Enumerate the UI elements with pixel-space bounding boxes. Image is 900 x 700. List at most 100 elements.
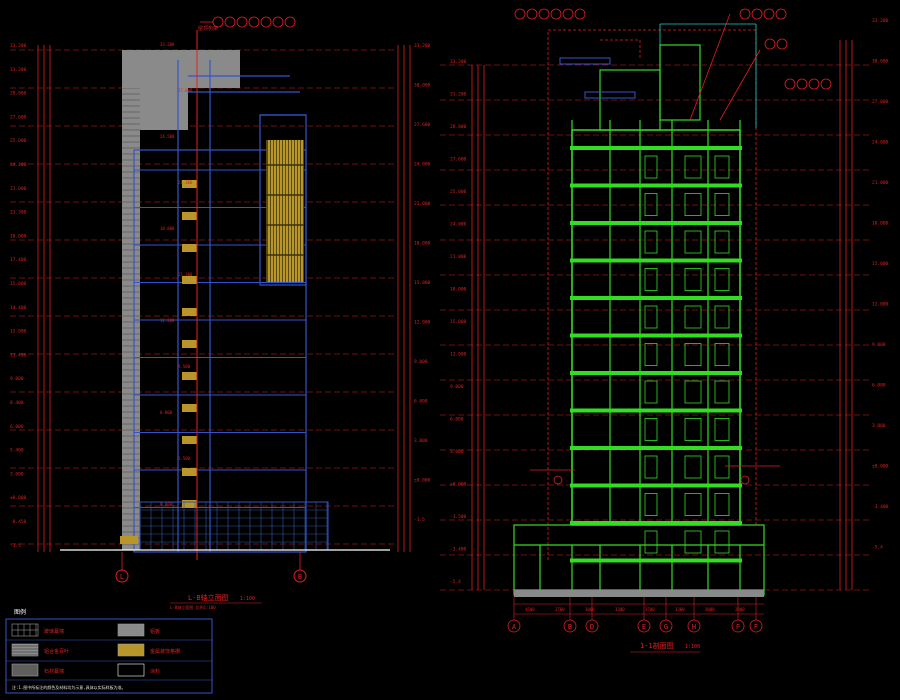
section-level-left: -1.500: [450, 514, 467, 520]
level-label-right: 3.000: [414, 438, 428, 444]
legend-swatch: [117, 663, 145, 677]
section-level-right: -5.4: [872, 545, 883, 551]
section-level-left: 25.000: [450, 189, 467, 195]
section-axis-label: G: [664, 623, 668, 631]
left-elevation-subtitle: L-B轴立面图 比例1:100: [170, 604, 216, 610]
legend: 图例 玻璃幕墙铝板铝合金百叶金属装饰格栅石材幕墙涂料 注:1.图中所标注的颜色及…: [5, 608, 213, 694]
section-side-callouts: [530, 465, 780, 485]
legend-swatch: [11, 643, 39, 657]
section-axis-bubble: [731, 619, 745, 633]
floor-lines: [134, 169, 306, 508]
legend-item: 金属装饰格栅: [117, 643, 180, 657]
section-level-left: 27.600: [450, 157, 467, 163]
legend-swatch: [11, 663, 39, 677]
level-label-right: 12.000: [414, 320, 431, 326]
section-level-right: 24.000: [872, 140, 889, 146]
legend-swatch: [117, 623, 145, 637]
level-label-left: 8.400: [10, 400, 24, 406]
level-label-right: 27.600: [414, 122, 431, 128]
level-label-mid: 3.500: [178, 456, 191, 461]
legend-item-label: 涂料: [150, 668, 160, 675]
section-axis-label: E: [642, 623, 646, 631]
legend-item-label: 铝板: [150, 628, 160, 635]
balcony-grille-markers: [120, 180, 197, 544]
level-label-right: 24.000: [414, 162, 431, 168]
section-top-bubbles: [514, 8, 832, 121]
level-label-mid: 33.200: [160, 42, 175, 47]
level-label-left: 24.200: [10, 162, 27, 168]
level-label-mid: 18.800: [160, 226, 175, 231]
left-dimension-chain: [37, 45, 51, 552]
section-level-left: 9.000: [450, 384, 464, 390]
left-elevation: L B 屋顶构架 L-B轴立面图 1:100 L-B轴立面图 比例1:100 3…: [10, 16, 431, 610]
section-level-right: 18.000: [872, 221, 889, 227]
section-level-right: 6.000: [872, 383, 886, 389]
level-label-left: 11.400: [10, 352, 27, 358]
section-level-left: -3.400: [450, 547, 467, 553]
section-dim-label: 4500: [525, 607, 535, 612]
legend-item: 涂料: [117, 663, 160, 677]
section-axis-bubble: [659, 619, 673, 633]
legend-item-label: 铝合金百叶: [44, 648, 69, 655]
level-label-left: 14.400: [10, 305, 27, 311]
section-level-right: 9.000: [872, 342, 886, 348]
metal-grille-panel: [266, 140, 304, 282]
legend-swatch: [117, 643, 145, 657]
level-label-mid: 6.000: [160, 410, 173, 415]
left-right-dimension-chain: [397, 45, 411, 552]
level-label-right: 33.200: [414, 43, 431, 49]
level-label-right: 15.000: [414, 280, 431, 286]
section-level-right: 27.000: [872, 99, 889, 105]
section-title: 1-1剖面图: [640, 641, 674, 650]
level-label-right: 18.000: [414, 241, 431, 247]
level-label-left: 15.000: [10, 281, 27, 287]
top-gray-mass-2: [140, 88, 188, 130]
mid-level-texts: 33.20027.60024.50021.30018.80015.30012.2…: [160, 42, 193, 507]
section-scale: 1:100: [685, 644, 700, 650]
section-structure: [539, 23, 757, 590]
section-axis-label: F: [754, 623, 758, 631]
level-label-left: 27.600: [10, 114, 27, 120]
level-label-left: ±0.000: [10, 495, 27, 501]
section-axis-label: D: [590, 623, 594, 631]
level-label-mid: 21.300: [178, 180, 193, 185]
section-dimension-chains: [471, 40, 853, 590]
section-level-left: 3.000: [450, 449, 464, 455]
level-label-right: 9.000: [414, 359, 428, 365]
left-right-level-texts: 33.200 30.000 27.600 24.000 21.000 18.000 15.0…: [414, 43, 431, 523]
section-dim-label: 3700: [645, 607, 655, 612]
section-level-right: 3.000: [872, 423, 886, 429]
section-axis-label: A: [512, 623, 517, 631]
section-left-level-texts: 33.20031.20028.80027.60025.00024.00021.0…: [450, 59, 467, 585]
section-level-lines: [440, 64, 870, 591]
level-label-left: 21.000: [10, 186, 27, 192]
level-label-right: 21.000: [414, 201, 431, 207]
left-elevation-scale: 1:100: [240, 596, 255, 602]
section-axis-bubble: [637, 619, 651, 633]
legend-items: 玻璃幕墙铝板铝合金百叶金属装饰格栅石材幕墙涂料: [11, 623, 180, 677]
section-dim-label: 2900: [735, 607, 745, 612]
legend-item: 铝板: [117, 623, 160, 637]
section-level-right: 21.000: [872, 180, 889, 186]
section-axis-bubble: [507, 619, 521, 633]
legend-note: 注:1.图中所标注的颜色及材料均为示意,具体以实际样板为准。: [12, 684, 126, 690]
level-label-right: 30.000: [414, 83, 431, 89]
section-level-left: 18.000: [450, 287, 467, 293]
top-gray-mass: [122, 50, 240, 88]
section-axis-label: F: [736, 623, 740, 631]
section-dim-label: 3000: [705, 607, 715, 612]
section-dim-label: 2700: [555, 607, 565, 612]
section-level-right: 12.000: [872, 302, 889, 308]
section-level-right: -3.400: [872, 504, 889, 510]
level-label-left: -1.5: [10, 543, 21, 549]
legend-frame: [5, 618, 213, 694]
top-callout-bubbles: [200, 16, 296, 28]
level-label-left: 17.400: [10, 257, 27, 263]
section-level-right: ±0.000: [872, 464, 889, 470]
legend-item-label: 玻璃幕墙: [44, 628, 64, 635]
level-label-left: 28.800: [10, 91, 27, 97]
level-label-left: 25.000: [10, 138, 27, 144]
